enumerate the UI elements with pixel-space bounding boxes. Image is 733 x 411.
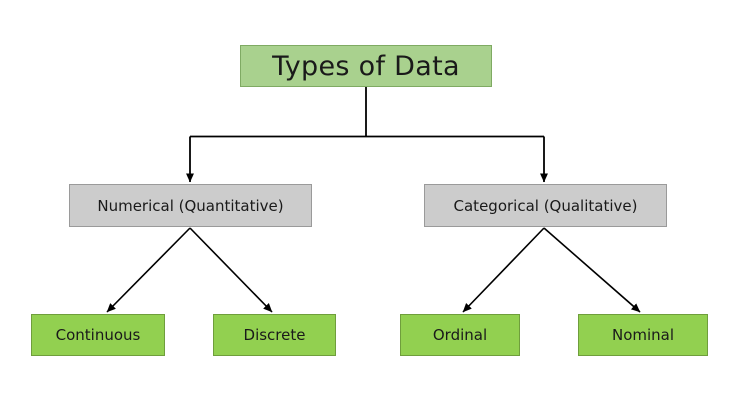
node-types-of-data[interactable]: Types of Data xyxy=(240,45,492,87)
node-nominal[interactable]: Nominal xyxy=(578,314,708,356)
edge-numerical-to-discrete xyxy=(189,227,273,313)
node-numerical-quantitative[interactable]: Numerical (Quantitative) xyxy=(69,184,312,227)
edge-categorical-to-nominal xyxy=(543,227,641,313)
edge-numerical-to-continuous xyxy=(106,227,191,313)
node-discrete[interactable]: Discrete xyxy=(213,314,336,356)
edge-categorical-to-ordinal xyxy=(462,227,545,313)
node-ordinal[interactable]: Ordinal xyxy=(400,314,520,356)
node-categorical-qualitative[interactable]: Categorical (Qualitative) xyxy=(424,184,667,227)
node-continuous[interactable]: Continuous xyxy=(31,314,165,356)
